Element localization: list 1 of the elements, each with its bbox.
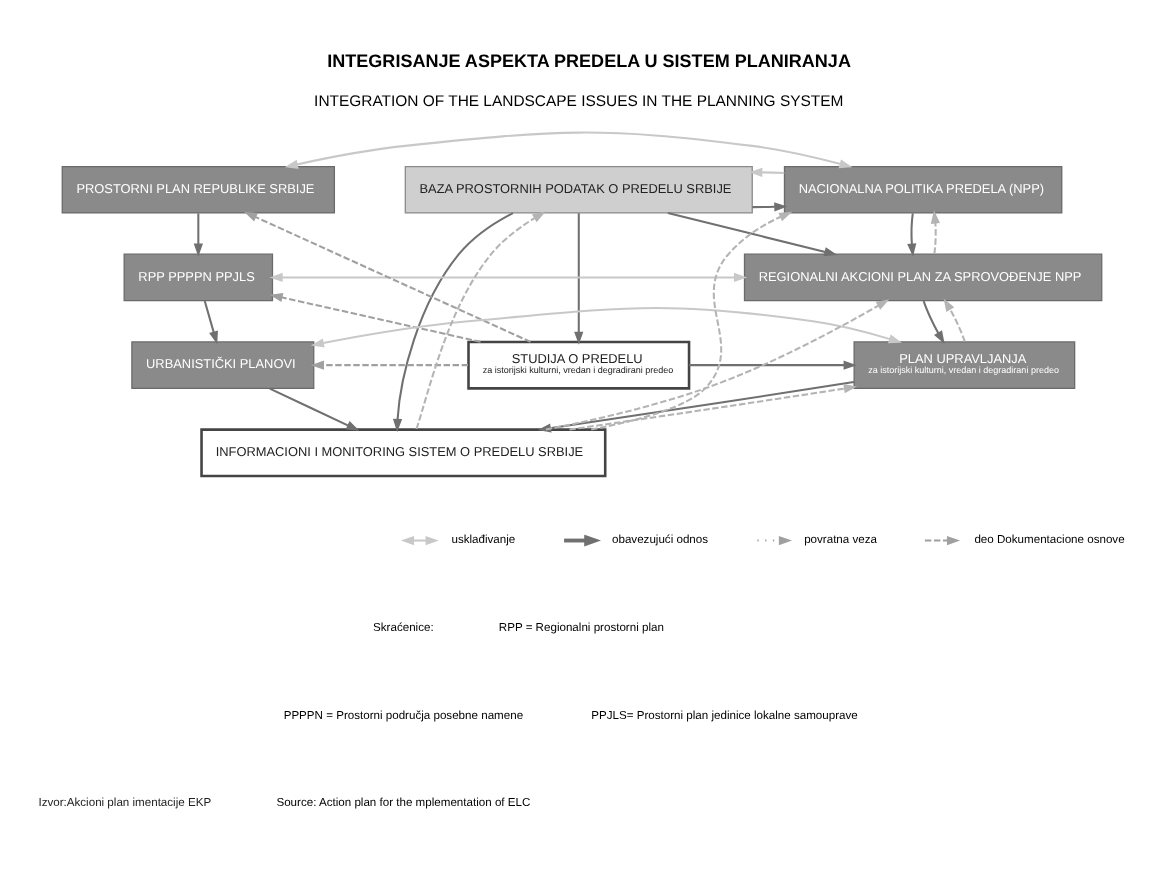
diagram-title: INTEGRISANJE ASPEKTA PREDELA U SISTEM PLANIRANJA xyxy=(327,50,851,71)
